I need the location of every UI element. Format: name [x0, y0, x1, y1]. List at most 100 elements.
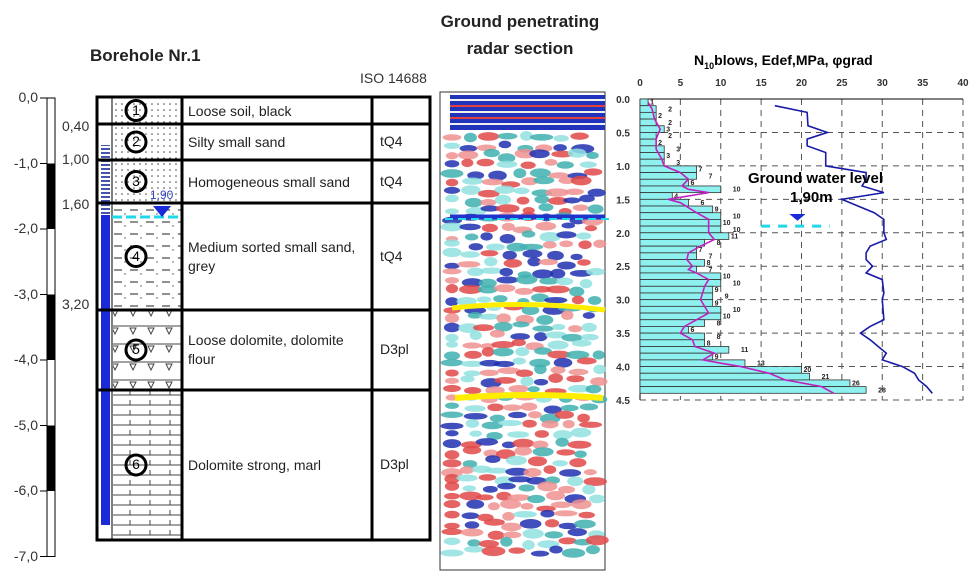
- radar-reflection: [467, 312, 483, 319]
- radar-reflection: [529, 358, 551, 368]
- radar-reflection: [486, 243, 505, 251]
- radar-reflection: [513, 187, 530, 195]
- radar-reflection: [443, 500, 461, 509]
- n10-bar-label: 28: [878, 387, 886, 394]
- n10-bar-label: 6: [700, 200, 704, 207]
- n10-bar-label: 21: [822, 374, 830, 381]
- layer-depth-label: 1,00: [62, 151, 90, 167]
- n10-bar-label: 13: [757, 361, 765, 368]
- radar-reflection: [467, 267, 484, 277]
- n10-bar-label: 7: [709, 254, 713, 261]
- n10-bar: [639, 98, 649, 107]
- radar-reflection: [557, 261, 576, 270]
- n10-bar-label: 2: [668, 120, 672, 127]
- radar-reflection: [494, 284, 516, 293]
- n10-bar-label: 8: [717, 334, 721, 341]
- radar-reflection: [481, 347, 495, 357]
- radar-reflection: [567, 528, 588, 537]
- n10-bar-label: 10: [733, 213, 741, 220]
- n10-bar-label: 11: [741, 347, 749, 354]
- radar-reflection: [513, 168, 527, 179]
- radar-reflection: [545, 490, 566, 501]
- radar-reflection: [520, 131, 533, 141]
- n10-bar: [639, 212, 722, 220]
- radar-reflection: [556, 277, 574, 286]
- borehole-title: Borehole Nr.1: [90, 46, 201, 65]
- n10-bar: [639, 245, 697, 254]
- radar-reflection: [485, 455, 501, 464]
- radar-reflection: [566, 375, 585, 383]
- radar-reflection: [545, 188, 569, 197]
- radar-reflection: [488, 170, 507, 181]
- radar-reflection: [475, 438, 499, 446]
- radar-reflection: [502, 531, 522, 539]
- layer-description: Silty small sand: [188, 134, 286, 150]
- chart-water-level-icon: [789, 214, 806, 221]
- radar-reflection: [553, 135, 569, 142]
- x-tick-label: 35: [917, 78, 929, 89]
- radar-reflection: [570, 253, 583, 261]
- radar-reflection: [570, 132, 589, 140]
- radar-reflection: [534, 195, 550, 204]
- radar-reflection: [534, 430, 549, 438]
- radar-reflection: [558, 522, 578, 530]
- radar-reflection: [533, 176, 555, 185]
- radar-reflection: [565, 350, 590, 360]
- radar-reflection: [484, 256, 498, 267]
- chart-title: N10blows, Edef,MPa, φgrad: [694, 52, 873, 71]
- n10-bar: [639, 239, 705, 247]
- radar-reflection: [496, 276, 519, 284]
- radar-reflection: [479, 267, 504, 274]
- radar-reflection: [556, 449, 576, 456]
- layer-depth-label: 1,60: [62, 196, 90, 212]
- radar-reflection: [469, 430, 482, 437]
- layer-code: D3pl: [380, 341, 409, 357]
- radar-reflection: [510, 333, 530, 341]
- radar-reflection: [521, 305, 540, 315]
- radar-reflection: [552, 460, 568, 467]
- water-level-annotation: Ground water level: [748, 170, 884, 187]
- radar-reflection: [483, 518, 505, 526]
- radar-reflection: [444, 510, 460, 519]
- radar-reflection: [477, 189, 500, 198]
- radar-reflection: [497, 132, 518, 140]
- radar-reflection: [552, 323, 566, 331]
- radar-reflection: [539, 277, 559, 285]
- radar-reflection: [460, 375, 475, 383]
- y-tick-label: 1.0: [616, 162, 630, 173]
- radar-reflection: [527, 257, 541, 267]
- radar-reflection: [520, 161, 536, 169]
- radar-reflection: [444, 522, 460, 530]
- n10-bar: [639, 158, 665, 167]
- radar-reflection: [480, 232, 493, 241]
- radar-reflection: [444, 473, 460, 484]
- radar-reflection: [459, 223, 481, 231]
- radar-reflection: [498, 420, 523, 427]
- radar-reflection: [583, 469, 597, 476]
- radar-reflection: [467, 539, 481, 547]
- radar-reflection: [571, 295, 585, 305]
- radar-reflection: [568, 368, 589, 376]
- radar-reflection: [577, 413, 590, 423]
- radar-reflection: [442, 134, 462, 141]
- radar-reflection: [519, 518, 542, 529]
- radar-reflection: [460, 528, 484, 537]
- radar-reflection: [538, 203, 554, 212]
- radar-reflection: [442, 439, 462, 449]
- radar-reflector-1: [451, 301, 606, 313]
- scale-label: -5,0: [13, 416, 38, 433]
- radar-reflection: [593, 364, 606, 375]
- radar-reflection: [492, 347, 514, 357]
- radar-reflection: [463, 132, 477, 143]
- radar-reflection: [544, 531, 564, 539]
- radar-reflection: [479, 369, 499, 377]
- layer-number-circle: [124, 453, 148, 477]
- radar-reflection: [570, 427, 592, 438]
- radar-reflection: [462, 485, 477, 492]
- radar-reflection: [530, 550, 550, 557]
- radar-reflection: [501, 522, 522, 532]
- radar-reflection: [462, 342, 482, 349]
- radar-reflection: [563, 197, 581, 204]
- chart-title-rest: blows, Edef,MPa, φgrad: [714, 52, 873, 68]
- scale-bar-segment: [47, 294, 55, 360]
